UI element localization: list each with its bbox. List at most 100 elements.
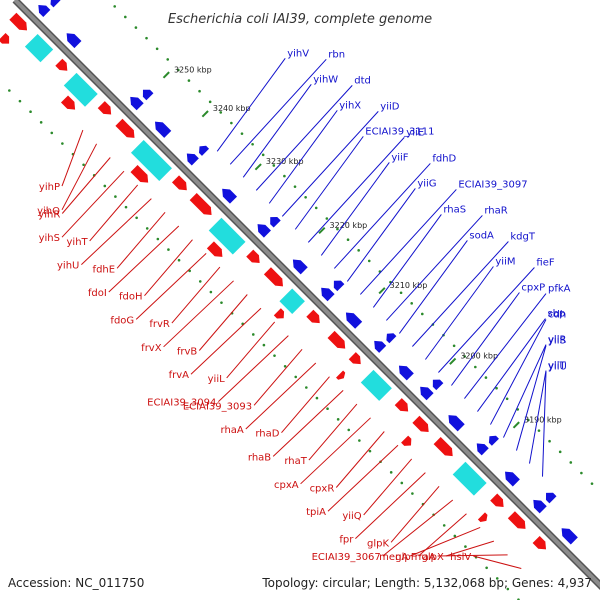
track-dot <box>347 428 351 432</box>
forward-gene-label: ECIAI39_3094 <box>147 398 216 409</box>
forward-gene-label: rraA <box>415 552 436 563</box>
track-dot <box>442 524 446 527</box>
forward-gene-label: yihU <box>57 261 79 272</box>
forward-label-leader <box>163 280 234 348</box>
track-dot <box>177 68 180 72</box>
reverse-gene-label: rhaS <box>443 204 466 215</box>
forward-label-leader <box>116 211 166 269</box>
reverse-gene-arrow <box>257 224 271 238</box>
track-dot <box>283 364 287 368</box>
reverse-gene-arrow <box>505 471 520 487</box>
track-dot <box>166 58 170 61</box>
reverse-label-leader <box>333 163 431 269</box>
reverse-gene-label: yiiT <box>548 361 566 372</box>
forward-label-leader <box>81 198 152 265</box>
forward-label-leader <box>226 321 276 379</box>
forward-label-leader <box>281 376 330 434</box>
forward-gene-block <box>360 369 392 401</box>
track-dot <box>474 365 477 369</box>
forward-gene-arrow <box>490 493 504 507</box>
track-dot <box>209 290 213 294</box>
track-dot <box>368 449 372 453</box>
track-dot <box>135 216 138 220</box>
reverse-gene-label: yiiD <box>380 101 399 112</box>
reverse-label-leader <box>307 137 405 243</box>
track-dot <box>272 164 276 167</box>
track-dot <box>485 566 488 570</box>
reverse-gene-label: fieF <box>536 258 554 269</box>
forward-gene-label: glpK <box>367 538 389 549</box>
track-dot <box>464 545 467 548</box>
reverse-gene-label: cdh <box>548 310 566 321</box>
reverse-label-leader <box>268 110 338 204</box>
forward-gene-arrow <box>9 12 28 31</box>
forward-gene-label: fpr <box>339 535 354 546</box>
track-dot <box>304 195 307 199</box>
reverse-label-leader <box>346 188 416 282</box>
forward-gene-arrow <box>433 436 453 457</box>
track-dot <box>336 418 340 421</box>
forward-label-leader <box>245 362 317 430</box>
track-dot <box>294 375 298 379</box>
forward-gene-label: frvR <box>149 319 170 330</box>
reverse-gene-label: yiiR <box>548 335 566 346</box>
track-dot <box>367 259 371 263</box>
track-dot <box>495 577 499 580</box>
track-dot <box>506 587 510 591</box>
track-dot <box>399 291 403 295</box>
track-dot <box>484 376 488 379</box>
accession-text: Accession: NC_011750 <box>8 576 144 590</box>
track-dot <box>305 386 308 389</box>
forward-gene-label: yihR <box>38 210 60 221</box>
track-dot <box>293 185 297 188</box>
scale-tick <box>201 110 209 118</box>
forward-gene-arrow <box>246 249 260 264</box>
forward-label-leader <box>382 499 454 557</box>
forward-gene-arrow <box>55 58 68 71</box>
track-dot <box>314 206 318 210</box>
reverse-gene-arrow <box>374 340 387 353</box>
forward-label-leader <box>355 472 426 539</box>
reverse-label-leader <box>425 266 494 360</box>
forward-label-leader <box>218 335 289 402</box>
track-dot <box>336 227 339 231</box>
reverse-gene-arrow <box>186 153 199 166</box>
forward-gene-block <box>208 217 246 255</box>
reverse-gene-label: yiiS <box>548 336 566 347</box>
forward-gene-label: rhaA <box>221 425 244 436</box>
forward-gene-arrow <box>327 330 346 349</box>
reverse-label-leader <box>438 267 535 373</box>
forward-gene-label: rhaT <box>284 456 307 467</box>
track-dot <box>50 131 54 135</box>
track-dot <box>315 396 319 400</box>
reverse-gene-arrow <box>345 312 363 329</box>
forward-gene-label: frvA <box>169 370 190 381</box>
forward-gene-label: ECIAI39_3067 <box>312 552 381 563</box>
reverse-gene-arrow <box>66 33 82 49</box>
reverse-gene-arrow <box>561 528 578 545</box>
forward-gene-arrow <box>60 95 76 110</box>
reverse-gene-label: dtd <box>354 75 371 86</box>
reverse-label-leader <box>451 292 520 386</box>
reverse-gene-arrow <box>142 89 154 101</box>
track-dot <box>177 258 181 262</box>
reverse-gene-arrow <box>321 287 335 302</box>
scale-tick-label: 3200 kbp <box>460 352 498 361</box>
reverse-gene-label: pfkA <box>548 284 571 295</box>
reverse-gene-arrow <box>488 435 499 446</box>
forward-label-leader <box>61 157 111 214</box>
forward-gene-arrow <box>401 435 412 446</box>
forward-gene-block <box>24 33 54 63</box>
forward-gene-arrow <box>130 164 149 183</box>
track-dot <box>558 450 562 454</box>
track-dot <box>8 89 11 92</box>
topology-text: Topology: circular; Length: 5,132,068 bp… <box>261 576 592 590</box>
scale-tick <box>254 163 262 171</box>
forward-label-leader <box>253 348 303 406</box>
forward-label-leader <box>135 253 207 320</box>
forward-gene-arrow <box>0 32 10 44</box>
forward-label-leader <box>89 184 139 242</box>
forward-label-leader <box>61 170 125 238</box>
reverse-label-leader <box>320 162 390 256</box>
